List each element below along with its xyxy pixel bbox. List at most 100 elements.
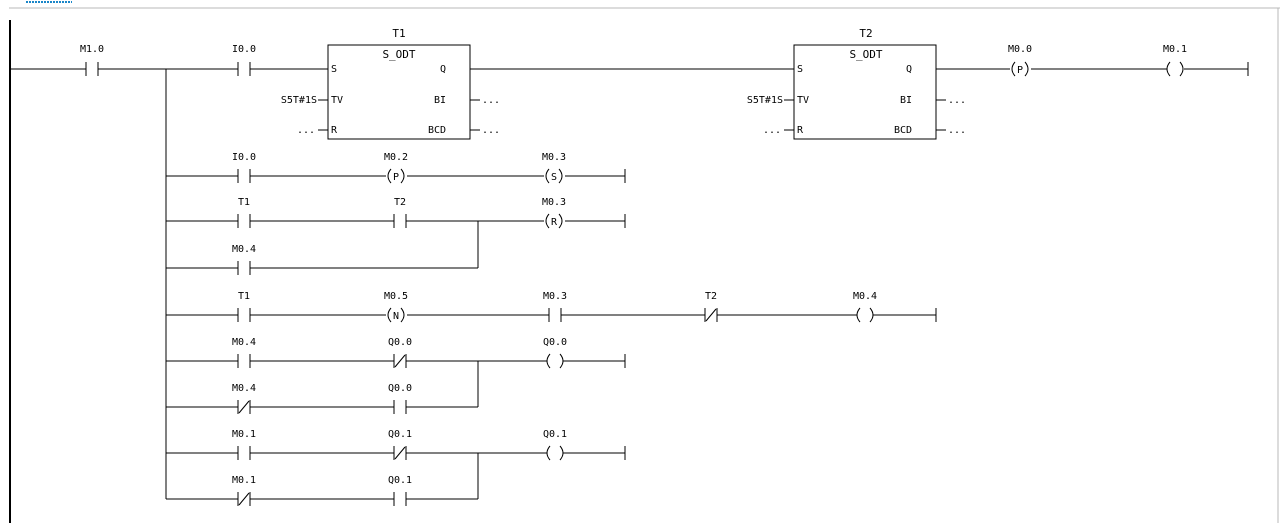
coil-glyph: P xyxy=(393,172,399,183)
nc-contact-symbol xyxy=(393,446,407,460)
timer-pin-bcd: BCD xyxy=(428,125,446,136)
coil-label: M0.4 xyxy=(853,291,877,302)
timer-name: T1 xyxy=(392,27,405,40)
coil-paren-left xyxy=(546,445,551,461)
coil-paren-left xyxy=(856,307,861,323)
no-contact-symbol xyxy=(85,62,99,76)
timer-bcd-value[interactable]: ... xyxy=(482,125,500,136)
edge-coil-branch3-2[interactable]: N M0.5 xyxy=(384,291,408,323)
coil-paren-right xyxy=(558,213,563,229)
coil-symbol: R xyxy=(545,213,563,229)
coil-label: Q0.0 xyxy=(543,337,567,348)
no-contact-symbol xyxy=(393,492,407,506)
coil-paren-left xyxy=(545,213,550,229)
contact-label: Q0.1 xyxy=(388,429,412,440)
coil-label: M0.0 xyxy=(1008,44,1032,55)
nc-contact-symbol xyxy=(237,400,251,414)
timer-block-t1[interactable]: T1 S_ODT S TV R Q BI BCD S5T#1S ... ... … xyxy=(281,27,500,140)
timer-box[interactable] xyxy=(793,44,937,140)
coil-paren-left xyxy=(387,168,392,184)
no-contact-symbol xyxy=(237,62,251,76)
edge-coil-m0-0[interactable]: P M0.0 xyxy=(1008,44,1032,77)
timer-pin-bcd: BCD xyxy=(894,125,912,136)
contact-branch5-1[interactable]: M0.1 xyxy=(232,429,256,460)
coil-symbol: P xyxy=(1011,61,1029,77)
timer-pin-bi: BI xyxy=(900,95,912,106)
contact-m1-0[interactable]: M1.0 xyxy=(80,44,104,76)
coil-label: M0.3 xyxy=(542,152,566,163)
coil-symbol xyxy=(546,353,564,369)
contact-nc-branch5-2[interactable]: Q0.1 xyxy=(388,429,412,460)
set-coil-branch1-3[interactable]: S M0.3 xyxy=(542,152,566,184)
contact-branch3-1[interactable]: T1 xyxy=(237,291,251,322)
coil-branch3-5[interactable]: M0.4 xyxy=(853,291,877,323)
contact-label: T1 xyxy=(238,291,250,302)
contact-label: M0.3 xyxy=(543,291,567,302)
wires xyxy=(10,62,1249,500)
timer-pin-q: Q xyxy=(440,64,446,75)
coil-paren-right xyxy=(559,445,564,461)
timer-pin-tv: TV xyxy=(331,95,343,106)
timer-r-value[interactable]: ... xyxy=(297,125,315,136)
coil-paren-left xyxy=(387,307,392,323)
coil-label: M0.2 xyxy=(384,152,408,163)
coil-label: Q0.1 xyxy=(543,429,567,440)
contact-nc-branch3-4[interactable]: T2 xyxy=(704,291,718,322)
timer-tv-value[interactable]: S5T#1S xyxy=(281,95,317,106)
contact-i0-0[interactable]: I0.0 xyxy=(232,44,256,76)
contact-label: T2 xyxy=(705,291,717,302)
timer-r-value[interactable]: ... xyxy=(763,125,781,136)
coil-symbol: N xyxy=(387,307,405,323)
contact-slash xyxy=(705,308,717,322)
no-contact-symbol xyxy=(237,261,251,275)
coil-symbol xyxy=(546,445,564,461)
timer-pin-r: R xyxy=(331,125,338,136)
contact-label: M0.1 xyxy=(232,429,256,440)
nc-contact-symbol xyxy=(237,492,251,506)
timer-bcd-value[interactable]: ... xyxy=(948,125,966,136)
coil-glyph: R xyxy=(551,217,558,228)
contact-slash xyxy=(238,492,250,506)
coil-label: M0.1 xyxy=(1163,44,1187,55)
contact-nc-branch4-2[interactable]: Q0.0 xyxy=(388,337,412,368)
contact-label: Q0.0 xyxy=(388,383,412,394)
contact-branch2-parallel[interactable]: M0.4 xyxy=(232,244,256,275)
edge-coil-branch1-2[interactable]: P M0.2 xyxy=(384,152,408,184)
coil-branch5-3[interactable]: Q0.1 xyxy=(543,429,567,461)
coil-paren-right xyxy=(1179,61,1184,77)
contact-label: Q0.1 xyxy=(388,475,412,486)
contact-branch2-1[interactable]: T1 xyxy=(237,197,251,228)
timer-bi-value[interactable]: ... xyxy=(482,95,500,106)
contact-nc-branch4-parallel-1[interactable]: M0.4 xyxy=(232,383,256,414)
coil-m0-1[interactable]: M0.1 xyxy=(1163,44,1187,77)
contact-branch3-3[interactable]: M0.3 xyxy=(543,291,567,322)
coil-paren-left xyxy=(546,353,551,369)
timer-box[interactable] xyxy=(327,44,471,140)
timer-pin-bi: BI xyxy=(434,95,446,106)
contact-branch4-parallel-2[interactable]: Q0.0 xyxy=(388,383,412,414)
timer-block-t2[interactable]: T2 S_ODT S TV R Q BI BCD S5T#1S ... ... … xyxy=(747,27,966,140)
timer-name: T2 xyxy=(859,27,872,40)
coil-branch4-3[interactable]: Q0.0 xyxy=(543,337,567,369)
contact-label: I0.0 xyxy=(232,152,256,163)
coil-symbol xyxy=(856,307,874,323)
contact-label: Q0.0 xyxy=(388,337,412,348)
no-contact-symbol xyxy=(237,214,251,228)
contact-branch4-1[interactable]: M0.4 xyxy=(232,337,256,368)
contact-label: M0.4 xyxy=(232,337,256,348)
contact-branch2-2[interactable]: T2 xyxy=(393,197,407,228)
reset-coil-branch2-3[interactable]: R M0.3 xyxy=(542,197,566,229)
timer-pin-s: S xyxy=(797,64,803,75)
coil-label: M0.5 xyxy=(384,291,408,302)
contact-branch5-parallel-2[interactable]: Q0.1 xyxy=(388,475,412,506)
contact-label: T1 xyxy=(238,197,250,208)
contact-branch1-1[interactable]: I0.0 xyxy=(232,152,256,183)
timer-bi-value[interactable]: ... xyxy=(948,95,966,106)
coil-paren-right xyxy=(869,307,874,323)
contact-nc-branch5-parallel-1[interactable]: M0.1 xyxy=(232,475,256,506)
timer-pin-q: Q xyxy=(906,64,912,75)
timer-tv-value[interactable]: S5T#1S xyxy=(747,95,783,106)
contact-slash xyxy=(394,354,406,368)
coil-paren-right xyxy=(400,307,405,323)
